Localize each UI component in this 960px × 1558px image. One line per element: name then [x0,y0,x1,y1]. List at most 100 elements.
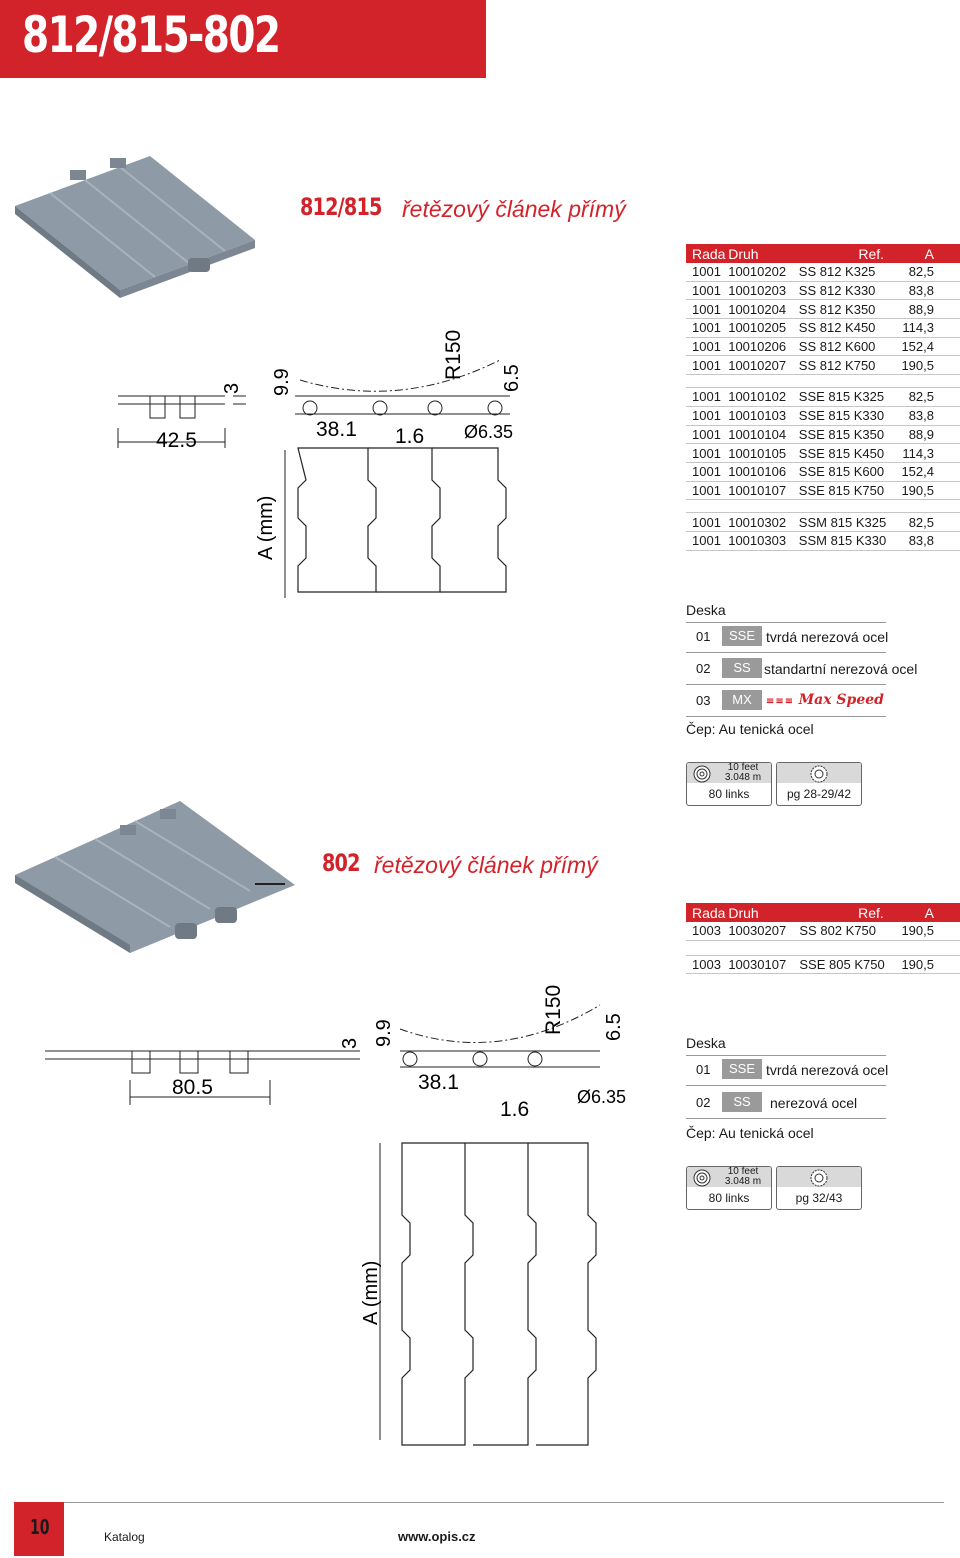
material-code: 02 [696,661,711,676]
cell-druh: 10010203 [728,281,799,301]
cell-rada: 1003 [686,955,729,975]
cell-a: 88,9 [894,425,960,445]
meter-label: 3.048 m [724,772,762,783]
cell-druh: 10010206 [728,337,799,357]
dim-thickness: 3 [221,383,243,394]
cell-druh: 10010106 [728,462,799,482]
cell-a: 190,5 [894,355,960,376]
material-badge: SS [722,658,762,678]
dim-height: 9.9 [271,368,293,396]
product-image-802 [15,801,295,953]
max-speed-logo: ≡≡≡ Max Speed [766,692,884,708]
website-link[interactable]: www.opis.cz [398,1529,476,1544]
cell-rada: 1001 [686,425,729,445]
speed-lines-icon: ≡≡≡ [766,696,799,707]
col-druh: Druh [728,903,800,922]
length-badge: 10 feet 3.048 m 80 links [686,1166,772,1210]
footer-divider [14,1502,944,1503]
dim-pitch: 38.1 [316,418,357,441]
cell-druh: 10010103 [728,406,799,426]
table-spacer [686,499,960,514]
meter-label: 3.048 m [724,1176,762,1187]
divider [686,1118,886,1119]
section2-subtitle: řetězový článek přímý [374,852,598,878]
cell-rada: 1001 [686,406,729,426]
divider [686,652,886,653]
deska-title: Deska [686,1035,726,1051]
cell-a: 82,5 [894,512,960,532]
cell-ref: SSM 815 K325 [798,512,895,532]
material-badge: SSE [722,626,762,646]
dim-pitch: 38.1 [418,1071,459,1094]
material-desc: nerezová ocel [770,1095,858,1111]
dim-pin-diameter: Ø6.35 [577,1087,626,1107]
cell-a: 190,5 [894,481,960,501]
dim-pin-diameter: Ø6.35 [464,422,513,442]
dim-hinge: 6.5 [501,364,523,392]
table-header-row: Rada Druh Ref. A [686,244,960,263]
material-desc: standartní nerezová ocel [764,661,918,677]
material-desc: tvrdá nerezová ocel [766,629,889,645]
table-header-row: Rada Druh Ref. A [686,903,960,922]
dim-hinge: 6.5 [603,1013,625,1041]
cell-druh: 10010204 [728,299,799,320]
deska-title: Deska [686,602,726,618]
cell-ref: SS 812 K750 [798,355,895,376]
divider [686,716,886,717]
col-ref: Ref. [798,244,895,263]
cell-rada: 1001 [686,355,729,376]
dim-radius: R150 (mm) [442,330,465,380]
cell-ref: SSE 815 K330 [798,406,895,426]
cell-a: 83,8 [894,531,960,551]
section1-subtitle: řetězový článek přímý [402,196,626,222]
material-badge: SS [722,1092,762,1112]
roll-icon [693,1169,711,1187]
cell-rada: 1001 [686,512,729,532]
max-speed-text: Max Speed [798,692,884,708]
divider [686,684,886,685]
cell-ref: SSE 815 K600 [798,462,895,482]
cell-ref: SSE 805 K750 [799,955,894,975]
product-image-812 [15,156,255,298]
dim-radius: R150 (mm) [542,985,565,1035]
cell-rada: 1001 [686,337,729,357]
cell-rada: 1001 [686,531,729,551]
sprocket-icon [810,1169,828,1187]
cell-ref: SS 812 K450 [798,318,895,338]
col-rada: Rada [686,244,729,263]
page-number: 10 [30,1515,50,1539]
cell-ref: SSE 815 K450 [798,443,895,463]
cell-rada: 1001 [686,481,729,501]
cell-a: 83,8 [894,406,960,426]
cell-druh: 10010207 [728,355,799,376]
cell-ref: SSE 815 K750 [798,481,895,501]
col-rada: Rada [686,903,729,922]
cell-ref: SS 812 K350 [798,299,895,320]
cell-druh: 10010202 [728,263,799,282]
cell-a: 114,3 [894,443,960,463]
material-code: 02 [696,1095,711,1110]
pages-label: pg 28-29/42 [786,787,852,801]
page-number-box [14,1502,64,1556]
col-ref: Ref. [799,903,894,922]
material-code: 03 [696,693,711,708]
sprocket-badge[interactable]: pg 28-29/42 [776,762,862,806]
cell-a: 152,4 [894,337,960,357]
sprocket-badge[interactable]: pg 32/43 [776,1166,862,1210]
section1-code: 812/815 [300,193,382,221]
cell-ref: SSM 815 K330 [798,531,895,551]
dim-gap: 1.6 [500,1098,529,1121]
dim-height: 9.9 [373,1019,395,1047]
material-desc: tvrdá nerezová ocel [766,1062,889,1078]
cell-rada: 1001 [686,318,729,338]
title-banner [0,0,486,78]
cell-druh: 10010102 [728,387,799,407]
cell-a: 83,8 [894,281,960,301]
pin-material: Čep: Au tenická ocel [686,1125,814,1141]
cell-druh: 10010205 [728,318,799,338]
